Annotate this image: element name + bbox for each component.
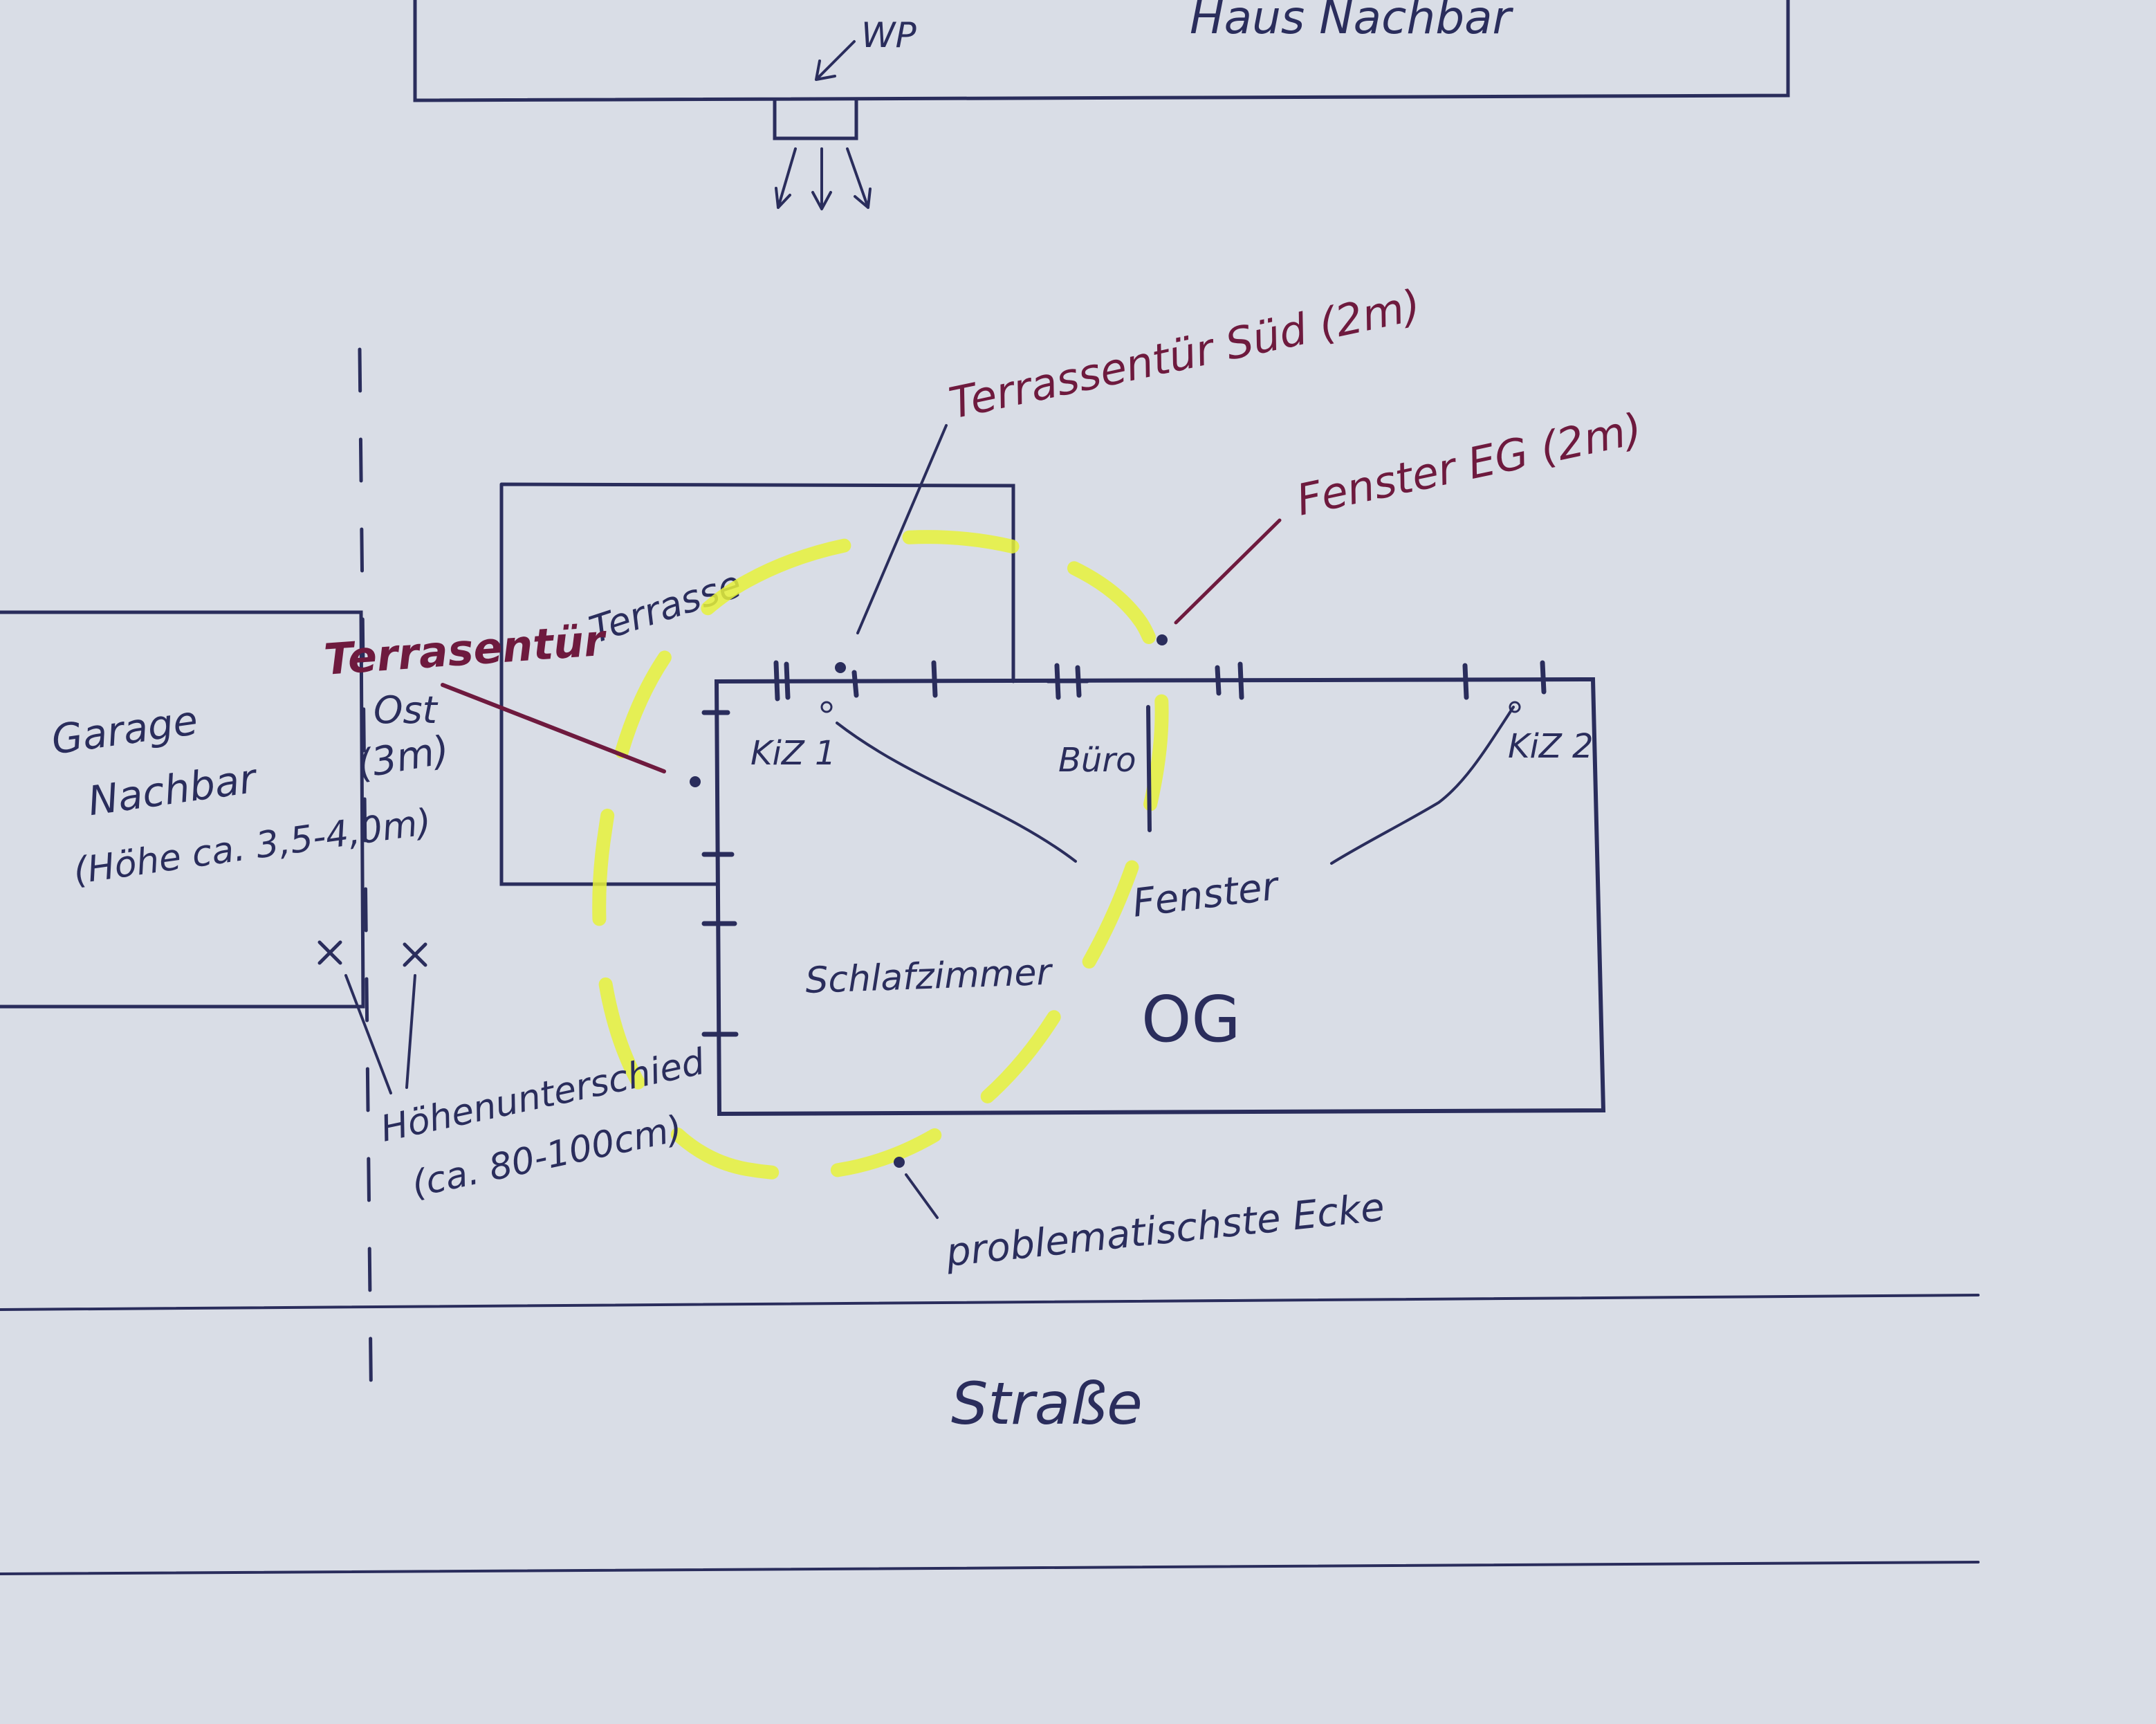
height-marker-x-left-icon	[317, 940, 342, 965]
heat-pump-box	[773, 98, 858, 140]
street-edge-top	[0, 1294, 1980, 1311]
upper-floor-outline	[714, 677, 1606, 1117]
heat-pump-label: WP	[861, 15, 916, 55]
street-edge-bottom	[0, 1561, 1980, 1575]
terrace-outline	[499, 482, 1015, 886]
terrassentuer-ost-marker	[690, 776, 701, 787]
terrassentuer-sued-pointer	[856, 424, 948, 634]
buero-interior-wall	[1146, 705, 1152, 832]
window-marks-top	[767, 660, 1547, 701]
terrassentuer-ost-label-line2: Ost	[374, 688, 439, 732]
airflow-arrow-center-icon	[811, 147, 832, 210]
airflow-arrow-left-icon	[775, 147, 797, 209]
problematic-corner-marker	[894, 1157, 905, 1168]
window-marker-kiz2	[1509, 701, 1521, 713]
property-boundary-dashed-line	[358, 347, 374, 1427]
terrassentuer-sued-marker	[835, 662, 846, 673]
window-callout-line-kiz1	[836, 722, 1077, 863]
window-marker-kiz1	[820, 701, 833, 713]
room-label-kiz1: KiZ 1	[750, 734, 836, 773]
problem-area-highlight	[592, 530, 1169, 1181]
airflow-arrow-right-icon	[846, 147, 872, 209]
room-label-schlafzimmer: Schlafzimmer	[804, 951, 1054, 1001]
neighbor-garage-outline	[0, 610, 365, 1009]
terrassentuer-ost-pointer	[441, 683, 666, 773]
heat-pump-pointer-arrow-icon	[815, 40, 856, 81]
window-callout-line-kiz2	[1330, 706, 1515, 865]
street-label: Straße	[951, 1370, 1143, 1438]
problematic-corner-pointer	[905, 1173, 939, 1219]
height-marker-x-right-icon	[403, 942, 427, 967]
room-label-kiz2: KiZ 2	[1508, 727, 1594, 766]
neighbor-house-outline	[413, 0, 1790, 102]
heat-pump: WP	[773, 15, 916, 210]
floor-label-og: OG	[1141, 982, 1241, 1056]
fenster-eg-pointer	[1174, 518, 1282, 625]
neighbor-house-label: Haus Nachbar	[1190, 0, 1514, 44]
window-marks-left	[701, 710, 739, 1037]
height-marker-pointers	[344, 974, 416, 1094]
fenster-eg-marker	[1157, 634, 1168, 645]
room-label-buero: Büro	[1058, 741, 1136, 780]
